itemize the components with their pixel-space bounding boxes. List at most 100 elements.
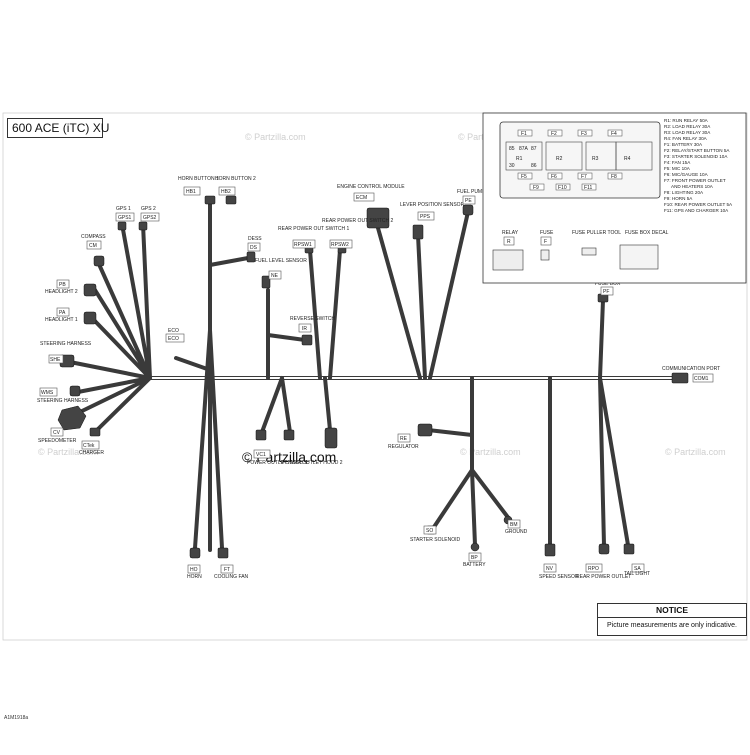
regulator-wire: [426, 428, 474, 437]
figure-code: A1M1918a: [4, 715, 29, 721]
battery-branch-wires: [430, 376, 512, 547]
fuse-label: F6: [551, 174, 557, 180]
code-pf: PF: [603, 289, 609, 295]
code-box: [540, 236, 552, 246]
code-box: [298, 323, 312, 333]
label-speedometer: SPEEDOMETER: [38, 438, 77, 444]
fuse-box-items: RELAY R FUSE F FUSE PULLER TOOL FUSE BOX…: [492, 230, 669, 271]
code-she: SHE: [50, 357, 61, 363]
item-fuse-code: F: [544, 239, 547, 245]
legend-line: F2: RELAY/START BUTTON 5A: [664, 148, 730, 153]
rear-switch-wires: [308, 248, 342, 380]
label-gps-2: GPS 2: [141, 206, 156, 212]
code-box: [56, 279, 70, 289]
code-rpo: RPO: [588, 566, 599, 572]
fuse-decal-icon: [619, 244, 659, 270]
fuse-label: F9: [533, 185, 539, 191]
rear-switch-drop-wire: [323, 376, 332, 432]
fuse-f5-icon: [517, 172, 533, 180]
label-ecm: ENGINE CONTROL MODULE: [337, 184, 405, 190]
fuse-label: F3: [581, 131, 587, 137]
code-ne: NE: [271, 273, 279, 279]
item-relay-label: RELAY: [502, 230, 519, 236]
fuse-label: F5: [521, 174, 527, 180]
legend-line: F10: REAR POWER OUTLET 5A: [664, 202, 733, 207]
code-box: [247, 242, 261, 252]
code-box: [253, 449, 271, 459]
code-box: [268, 270, 282, 280]
code-box: [86, 240, 102, 250]
code-bp: BP: [471, 555, 478, 561]
code-box: [39, 387, 58, 397]
label-reverse-switch: REVERSE SWITCH: [290, 316, 335, 322]
code-pb: PB: [59, 282, 66, 288]
fuse-label: F2: [551, 131, 557, 137]
title-box: 600 ACE (iTC) XU: [7, 118, 109, 138]
code-re: RE: [400, 436, 408, 442]
legend-line: F9: HORN 5A: [664, 196, 693, 201]
code-box: [115, 212, 135, 222]
code-box: [81, 440, 100, 450]
code-box: [56, 307, 70, 317]
fuse-label: F4: [611, 131, 617, 137]
label-charger: CHARGER: [79, 450, 104, 456]
code-cv: CV: [53, 430, 61, 436]
label-power-outlet-hood-2: POWER OUTLET HOOD 2: [282, 460, 343, 466]
rear-outlet-connector-icon: [598, 543, 610, 555]
fuse-icon: [540, 249, 550, 261]
code-box: [462, 195, 476, 205]
code-cm: CM: [89, 243, 97, 249]
dess-wire: [208, 256, 250, 267]
notice-body: Picture measurements are only indicative…: [607, 622, 737, 629]
code-gps1: GPS1: [118, 215, 132, 221]
horn-fan-wires: [193, 328, 224, 550]
code-hb1: HB1: [186, 189, 196, 195]
label-headlight-1: HEADLIGHT 1: [45, 317, 78, 323]
speedometer-icon: [57, 405, 87, 431]
code-box: [48, 354, 64, 364]
legend-line: R2: LOAD RELAY 30A: [664, 124, 711, 129]
label-horn-button-2: HORN BUTTON 2: [215, 176, 256, 182]
fuse-label: F8: [611, 174, 617, 180]
code-box: [220, 564, 234, 574]
label-horn: HORN: [187, 574, 202, 580]
fuse-legend: R1: RUN RELAY 50A R2: LOAD RELAY 30A R3:…: [664, 118, 733, 213]
relay-pin-label: 87A: [519, 146, 529, 152]
legend-line: F6: MIC/GAUGE 10A: [664, 172, 709, 177]
fuse-label: F7: [581, 174, 587, 180]
code-sa: SA: [634, 566, 641, 572]
code-box: [507, 519, 521, 529]
gps-2-connector-icon: [138, 221, 148, 231]
label-rear-power-outlet: REAR POWER OUTLET: [576, 574, 631, 580]
code-wms: WMS: [41, 390, 54, 396]
code-box: [468, 552, 482, 562]
code-nv: NV: [546, 566, 554, 572]
power-outlet-wires: [260, 376, 292, 434]
relay-group: R1 R2 R3 R4 85 87A 87 30 86: [505, 141, 653, 171]
horn-button-2-connector-icon: [225, 195, 237, 205]
compass-connector-icon: [93, 255, 105, 267]
code-box: [600, 286, 614, 296]
notice-title: NOTICE: [598, 604, 746, 618]
relay-r1-icon: [505, 141, 543, 171]
connectors: [57, 195, 689, 559]
code-so: SO: [426, 528, 433, 534]
legend-line: R4: FAN RELAY 30A: [664, 136, 708, 141]
component-labels: HORN BUTTON 1 HB1 HORN BUTTON 2 HB2 GPS …: [37, 176, 720, 580]
fuse-f2-icon: [547, 129, 563, 137]
label-rpsw1: REAR POWER OUT SWITCH 1: [278, 226, 350, 232]
notice-box: NOTICE Picture measurements are only ind…: [597, 603, 747, 636]
code-ecm: ECM: [356, 195, 367, 201]
code-pe: PE: [465, 198, 472, 204]
rear-outlet-wires: [598, 376, 630, 547]
fuse-f8-icon: [607, 172, 623, 180]
code-gps2: GPS2: [143, 215, 157, 221]
fuel-level-connector-icon: [261, 275, 271, 289]
label-speed-sensor: SPEED SENSOR: [539, 574, 579, 580]
code-box: [183, 186, 201, 196]
page-title: 600 ACE (iTC) XU: [12, 121, 110, 135]
relay-pin-label: 30: [509, 163, 515, 169]
code-box: [631, 563, 645, 573]
label-fuel-pump: FUEL PUMP: [457, 189, 486, 195]
